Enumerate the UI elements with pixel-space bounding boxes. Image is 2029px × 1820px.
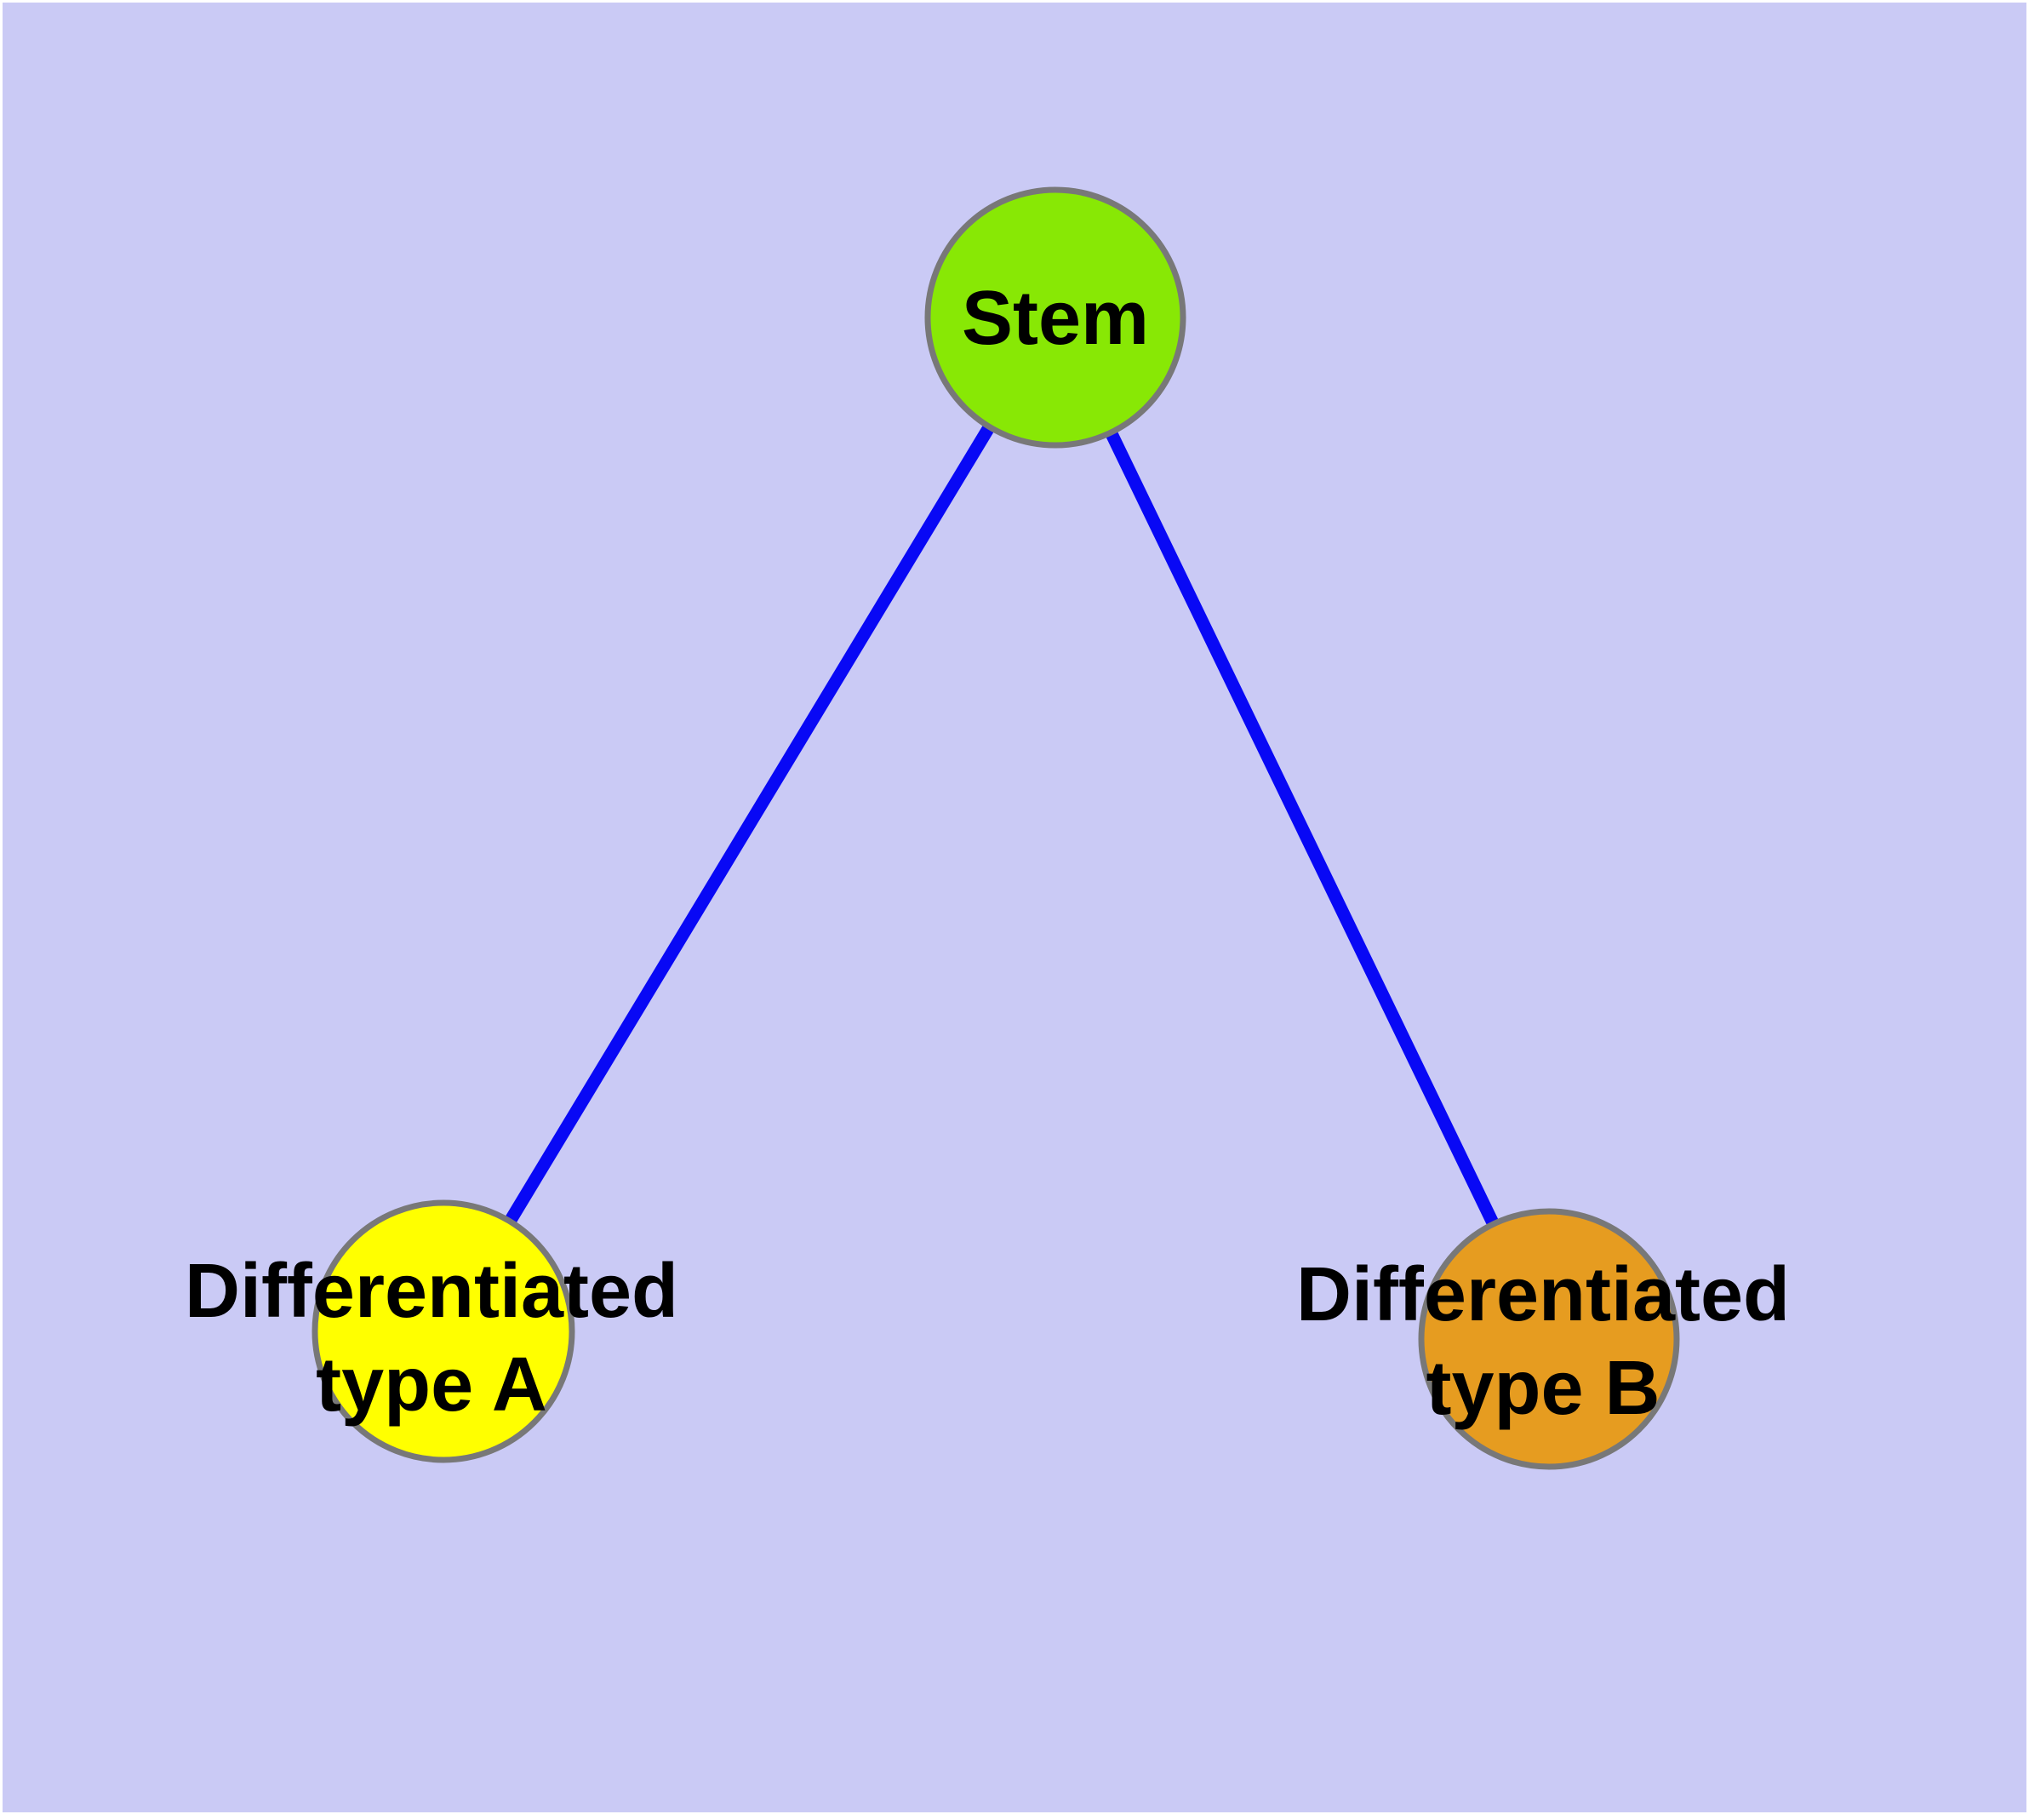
edge-stem-to-type-b	[1049, 314, 1555, 1342]
node-stem	[924, 186, 1186, 449]
node-stem-label: Stem	[962, 276, 1149, 361]
node-type-b-label-line2: type B	[1426, 1346, 1660, 1431]
edge-stem-to-type-a	[437, 314, 1061, 1335]
node-type-b-label-line1: Differentiated	[1296, 1252, 1790, 1337]
node-differentiated-type-b	[1418, 1208, 1680, 1470]
node-type-a-label-line1: Differentiated	[185, 1249, 678, 1334]
node-type-a-label-line2: type A	[316, 1342, 547, 1428]
node-differentiated-type-a	[311, 1199, 575, 1463]
